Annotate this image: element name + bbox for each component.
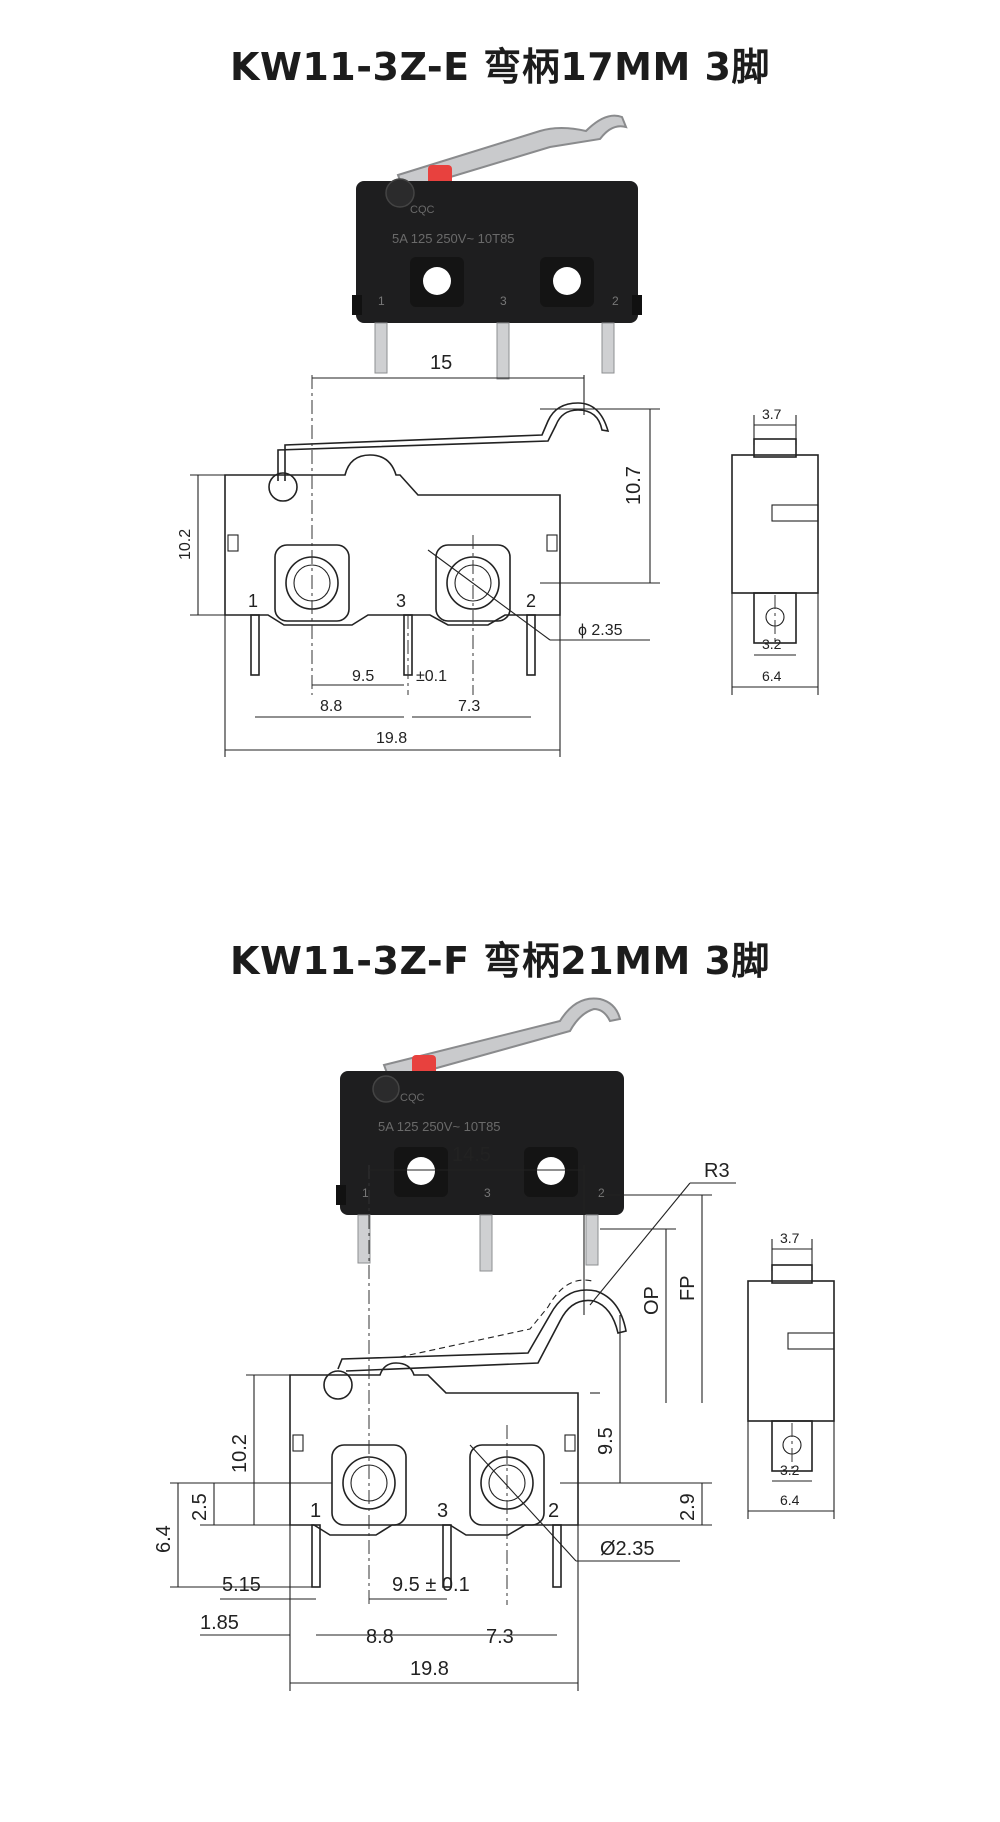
dim-height-total: 10.7 [623, 466, 645, 505]
switch-pin-3: 3 [500, 294, 507, 308]
dim-body-length: 19.8 [376, 730, 407, 747]
pin-label-3: 3 [396, 591, 406, 611]
dim-f-c: 5.15 [222, 1574, 261, 1596]
dim-f-fp: FP [677, 1275, 699, 1301]
side-view-e: 3.7 3.2 6.4 [731, 406, 819, 695]
pin-label-1: 1 [248, 591, 258, 611]
side-body-width: 6.4 [762, 668, 782, 684]
switch-f-logo: CQC [400, 1092, 425, 1104]
side-pin-width: 3.2 [762, 636, 782, 652]
switch-f-pin-2: 2 [598, 1186, 605, 1200]
switch-rating: 5A 125 250V~ 10T85 [392, 231, 515, 246]
side-view-f: 3.7 3.2 6.4 [747, 1230, 835, 1519]
dim-f-pin-left: 8.8 [366, 1626, 394, 1648]
dim-lever-offset: 15 [430, 352, 452, 374]
side-f-body-width: 6.4 [780, 1492, 800, 1508]
switch-f-pin-1: 1 [362, 1186, 369, 1200]
dim-f-hole-dia: Ø2.35 [600, 1538, 654, 1560]
dim-tolerance: ±0.1 [416, 668, 447, 685]
switch-f-rating: 5A 125 250V~ 10T85 [378, 1119, 501, 1134]
section-1-title: KW11-3Z-E 弯柄17MM 3脚 [230, 45, 770, 89]
side-top-width: 3.7 [762, 406, 782, 422]
dim-f-pitch: 9.5 ± 0.1 [392, 1574, 470, 1596]
dim-f-pin-height: 2.9 [677, 1493, 699, 1521]
pin-f-label-1: 1 [310, 1500, 321, 1522]
dim-pitch: 9.5 [352, 668, 374, 685]
dim-f-radius: R3 [704, 1160, 730, 1182]
pin-label-2: 2 [526, 591, 536, 611]
pin-f-label-2: 2 [548, 1500, 559, 1522]
dim-f-body-height: 10.2 [229, 1434, 251, 1473]
dim-f-op: OP [641, 1286, 663, 1315]
diagram-kw11-3z-f: CQC 5A 125 250V~ 10T85 1 3 2 [153, 997, 835, 1691]
switch-photo-f: CQC 5A 125 250V~ 10T85 1 3 2 [336, 997, 624, 1272]
dim-f-d: 1.85 [200, 1612, 239, 1634]
diagram-kw11-3z-e: CQC 5A 125 250V~ 10T85 1 3 2 [177, 114, 819, 757]
dim-f-pin-right: 7.3 [486, 1626, 514, 1648]
dim-pin-right: 7.3 [458, 698, 480, 715]
switch-f-pin-3: 3 [484, 1186, 491, 1200]
front-view-e: 15 10.7 10.2 ϕ 2.35 1 3 2 9.5 ±0.1 8.8 7… [177, 352, 660, 757]
dim-pin-left: 8.8 [320, 698, 342, 715]
side-f-top-width: 3.7 [780, 1230, 800, 1246]
dim-body-height: 10.2 [177, 529, 194, 560]
front-view-f: 14.5 R3 FP OP 9.5 2.9 10.2 2.5 6.4 [153, 1144, 736, 1691]
switch-pin-1: 1 [378, 294, 385, 308]
switch-photo-e: CQC 5A 125 250V~ 10T85 1 3 2 [352, 114, 642, 380]
side-f-pin-width: 3.2 [780, 1462, 800, 1478]
dim-f-hole-height: 9.5 [595, 1427, 617, 1455]
section-2-title: KW11-3Z-F 弯柄21MM 3脚 [230, 939, 770, 983]
pin-f-label-3: 3 [437, 1500, 448, 1522]
dim-f-b: 6.4 [153, 1525, 175, 1553]
dim-f-a: 2.5 [189, 1493, 211, 1521]
switch-pin-2: 2 [612, 294, 619, 308]
dim-f-lever-offset: 14.5 [452, 1144, 491, 1166]
switch-logo: CQC [410, 204, 435, 216]
dim-f-body-length: 19.8 [410, 1658, 449, 1680]
dim-hole-dia: ϕ 2.35 [578, 622, 623, 639]
